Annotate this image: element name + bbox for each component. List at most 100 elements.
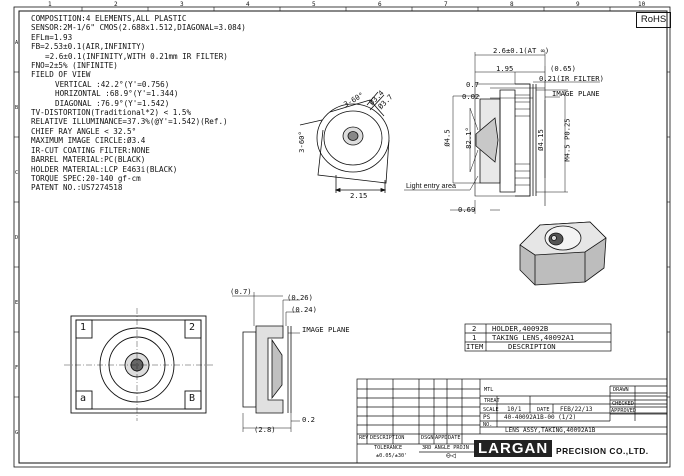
zone-letter: D — [15, 235, 19, 241]
parts-item-desc: TAKING LENS,40092A1 — [492, 333, 575, 342]
spec-fov-vertical: VERTICAL :42.2°(Y'=0.756) — [55, 79, 170, 89]
projection-symbol-icon: ⊖◁ — [446, 451, 456, 460]
holder-3d-view — [519, 221, 607, 286]
dim-28: (2.8) — [254, 425, 276, 434]
marker-2: 2 — [189, 322, 196, 333]
zone-letter: E — [15, 300, 19, 306]
spec-fb: FB=2.53±0.1(AIR,INFINITY) — [31, 42, 146, 52]
spec-fov-diagonal: DIAGONAL :76.9°(Y'=1.542) — [55, 98, 170, 108]
dim-07: 0.7 — [466, 80, 479, 89]
inner-frame — [18, 10, 668, 464]
dim-chamfer-left: 3-60° — [296, 131, 306, 153]
zone-letter: A — [15, 40, 19, 46]
spec-fno: FNO=2±5% (INFINITE) — [31, 61, 118, 71]
tb-tolerance-value: ±0.05/±30' — [376, 453, 408, 459]
dim-195: 1.95 — [496, 64, 514, 73]
zone-number: 3 — [180, 1, 184, 8]
section-view — [404, 52, 600, 214]
dim-026: (0.26) — [287, 293, 313, 302]
tb-drawing-number: 40-40092A1B-00 (1/2) — [504, 414, 577, 421]
spec-image-circle: MAXIMUM IMAGE CIRCLE:Ø3.4 — [31, 136, 146, 146]
spec-notes: COMPOSITION:4 ELEMENTS,ALL PLASTIC SENSO… — [31, 14, 246, 193]
parts-item-number: 1 — [472, 333, 477, 342]
spec-tv-distortion: TV-DISTORTION(Traditional*2) < 1.5% — [31, 108, 192, 118]
zone-number: 6 — [378, 1, 382, 8]
zone-number: 4 — [246, 1, 250, 8]
tb-mtl-label: MTL — [484, 387, 494, 393]
label-image-plane: IMAGE PLANE — [552, 89, 600, 98]
spec-sensor: SENSOR:2M-1/6" CMOS(2.688x1.512,DIAGONAL… — [31, 23, 246, 33]
parts-header-item: ITEM — [466, 342, 484, 351]
spec-patent: PATENT NO.:US7274518 — [31, 183, 123, 193]
zone-number: 7 — [444, 1, 448, 8]
brand-company-suffix: PRECISION CO.,LTD. — [556, 446, 649, 456]
brand-logo-largan: LARGAN — [474, 440, 553, 457]
spec-barrel-material: BARREL MATERIAL:PC(BLACK) — [31, 155, 146, 165]
tb-drawing-name: LENS ASSY,TAKING,40092A1B — [505, 427, 596, 434]
parts-list-table — [464, 323, 612, 352]
parts-header-desc: DESCRIPTION — [508, 342, 556, 351]
zone-letter: C — [15, 170, 19, 176]
label-light-entry: Light entry area — [406, 181, 456, 190]
dim-phi45: Ø4.5 — [442, 129, 452, 147]
zone-letter: F — [15, 365, 19, 371]
side-section-view — [232, 292, 300, 432]
dim-angle: 82.1° — [463, 127, 473, 149]
front-view — [64, 308, 213, 421]
spec-holder-material: HOLDER MATERIAL:LCP E463i(BLACK) — [31, 164, 178, 174]
zone-number: 10 — [638, 1, 646, 8]
dim-phi415: Ø4.15 — [535, 129, 545, 151]
zone-letter: B — [15, 105, 19, 111]
spec-fov: FIELD OF VIEW — [31, 70, 91, 80]
tb-dsgn-header: DSGN — [421, 435, 434, 441]
tb-scale-label: SCALE — [483, 407, 499, 413]
spec-fb-filter: =2.6±0.1(INFINITY,WITH 0.21mm IR FILTER) — [45, 51, 228, 61]
spec-chief-ray-angle: CHIEF RAY ANGLE < 32.5° — [31, 126, 137, 136]
tb-description-header: DESCRIPTION — [370, 435, 405, 441]
dim-069: 0.69 — [458, 205, 476, 214]
tb-date-label: DATE — [537, 407, 550, 413]
rohs-mark: RoHS — [636, 12, 671, 28]
dim-m45-thread: M4.5 P0.25 — [562, 118, 572, 162]
tb-no-label: NO. — [483, 422, 493, 428]
zone-letter: G — [15, 430, 19, 436]
label-image-plane-side: IMAGE PLANE — [302, 325, 350, 334]
spec-fov-horizontal: HORIZONTAL :68.9°(Y'=1.344) — [55, 89, 179, 99]
spec-ir-cut: IR-CUT COATING FILTER:NONE — [31, 145, 150, 155]
marker-b: B — [189, 393, 196, 404]
zone-number: 8 — [510, 1, 514, 8]
tb-date-value: FEB/22/13 — [560, 406, 593, 413]
tb-treat-label: TREAT — [484, 398, 500, 404]
marker-1: 1 — [80, 322, 87, 333]
tb-appd-header: APPD — [435, 435, 448, 441]
marker-a: a — [80, 393, 87, 404]
zone-number: 5 — [312, 1, 316, 8]
title-block — [356, 378, 668, 464]
spec-composition: COMPOSITION:4 ELEMENTS,ALL PLASTIC — [31, 14, 187, 23]
tb-scale-value: 10/1 — [507, 406, 522, 413]
dim-fb: 2.6±0.1(AT ∞) — [493, 46, 550, 55]
dim-065: (0.65) — [550, 64, 576, 73]
dim-02: 0.2 — [302, 415, 315, 424]
zone-number: 2 — [114, 1, 118, 8]
zone-number: 1 — [48, 1, 52, 8]
dim-021-ir-filter: 0.21(IR FILTER) — [539, 74, 604, 83]
outer-frame — [13, 6, 671, 468]
tb-approved-label: APPROVED — [611, 408, 636, 414]
parts-item-number: 2 — [472, 324, 477, 333]
dim-002: 0.02 — [462, 92, 480, 101]
zone-number: 9 — [576, 1, 580, 8]
dim-215: 2.15 — [350, 191, 368, 200]
dim-024: (0.24) — [291, 305, 317, 314]
tb-tolerance-label: TOLERANCE — [374, 445, 403, 451]
tb-projection-label: 3RD ANGLE PROJN — [422, 445, 469, 451]
tb-rev-header: REV — [359, 435, 369, 441]
tb-unit: PS — [483, 414, 491, 421]
isometric-lens-view — [299, 91, 390, 193]
spec-efl: EFLm=1.93 — [31, 32, 73, 42]
spec-relative-illuminance: RELATIVE ILLUMINANCE=37.3%(@Y'=1.542)(Re… — [31, 117, 228, 127]
spec-torque: TORQUE SPEC:20-140 gf-cm — [31, 173, 141, 183]
tb-date-header: DATE — [448, 435, 461, 441]
